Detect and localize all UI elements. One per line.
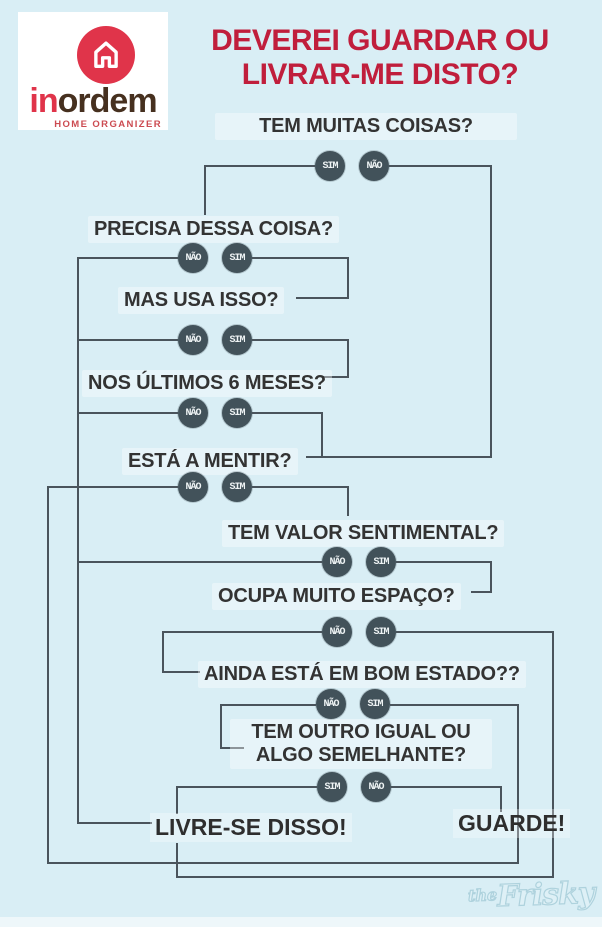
- watermark-name: Frisky: [496, 875, 595, 915]
- connector-line: [47, 486, 49, 864]
- question-tem-muitas-coisas: TEM MUITAS COISAS?: [215, 113, 517, 140]
- connector-line: [77, 257, 178, 259]
- connector-line: [205, 165, 315, 167]
- answer-nao-circle: NÃO: [178, 325, 208, 355]
- answer-sim-circle: SIM: [222, 325, 252, 355]
- answer-nao-circle: NÃO: [322, 617, 352, 647]
- answer-sim-circle: SIM: [222, 398, 252, 428]
- connector-line: [252, 257, 348, 259]
- connector-line: [77, 822, 152, 824]
- house-icon: [77, 26, 135, 84]
- question-nos-ultimos-6-meses: NOS ÚLTIMOS 6 MESES?: [82, 370, 332, 397]
- connector-line: [252, 486, 348, 488]
- connector-line: [347, 339, 349, 378]
- page-title-line1: DEVEREI GUARDAR OU: [211, 24, 549, 57]
- answer-sim-circle: SIM: [315, 151, 345, 181]
- answer-nao-circle: NÃO: [361, 772, 391, 802]
- brand-suffix: ordem: [57, 82, 158, 120]
- connector-line: [47, 862, 519, 864]
- connector-line: [47, 486, 178, 488]
- connector-line: [220, 704, 316, 706]
- connector-line: [490, 561, 492, 593]
- answer-sim-circle: SIM: [222, 243, 252, 273]
- connector-line: [162, 671, 200, 673]
- answer-nao-circle: NÃO: [178, 472, 208, 502]
- connector-line: [77, 561, 322, 563]
- answer-sim-circle: SIM: [222, 472, 252, 502]
- connector-line: [396, 561, 492, 563]
- connector-line: [176, 786, 317, 788]
- connector-line: [77, 257, 79, 824]
- connector-line: [296, 297, 348, 299]
- connector-line: [204, 165, 206, 215]
- inordem-logo: inordem HOME ORGANIZER: [18, 12, 168, 130]
- connector-line: [77, 339, 178, 341]
- question-ocupa-muito-espaco: OCUPA MUITO ESPAÇO?: [212, 583, 461, 610]
- watermark-prefix: the: [467, 885, 498, 906]
- connector-line: [517, 704, 519, 864]
- answer-nao-circle: NÃO: [178, 398, 208, 428]
- connector-line: [306, 456, 492, 458]
- connector-line: [252, 412, 322, 414]
- frisky-watermark: theFrisky: [467, 875, 595, 915]
- answer-sim-circle: SIM: [317, 772, 347, 802]
- connector-line: [322, 376, 348, 378]
- connector-line: [162, 631, 322, 633]
- answer-sim-circle: SIM: [360, 689, 390, 719]
- connector-line: [347, 257, 349, 299]
- connector-line: [390, 704, 519, 706]
- answer-nao-circle: NÃO: [316, 689, 346, 719]
- answer-nao-circle: NÃO: [359, 151, 389, 181]
- answer-nao-circle: NÃO: [322, 547, 352, 577]
- connector-line: [389, 165, 491, 167]
- answer-nao-circle: NÃO: [178, 243, 208, 273]
- connector-line: [391, 786, 502, 788]
- connector-line: [321, 412, 323, 458]
- question-tem-outro-igual: TEM OUTRO IGUAL OU ALGO SEMELHANTE?: [230, 719, 492, 769]
- connector-line: [176, 876, 554, 878]
- brand-tagline: HOME ORGANIZER: [54, 119, 162, 130]
- question-tem-outro-igual-line1: TEM OUTRO IGUAL OU: [251, 721, 471, 743]
- page-title-line2: LIVRAR-ME DISTO?: [241, 57, 519, 91]
- outcome-discard: LIVRE-SE DISSO!: [150, 813, 352, 842]
- question-esta-a-mentir: ESTÁ A MENTIR?: [122, 448, 298, 475]
- bottom-edge: [0, 917, 602, 927]
- connector-line: [396, 631, 554, 633]
- connector-line: [220, 704, 222, 749]
- connector-line: [220, 747, 244, 749]
- answer-sim-circle: SIM: [366, 547, 396, 577]
- connector-line: [252, 339, 348, 341]
- connector-line: [77, 412, 178, 414]
- connector-line: [471, 591, 492, 593]
- brand-prefix: in: [29, 82, 58, 120]
- connector-line: [347, 486, 349, 516]
- question-mas-usa-isso: MAS USA ISSO?: [118, 287, 285, 314]
- connector-line: [552, 631, 554, 878]
- question-precisa-dessa-coisa: PRECISA DESSA COISA?: [88, 216, 339, 243]
- question-tem-outro-igual-line2: ALGO SEMELHANTE?: [255, 744, 467, 766]
- connector-line: [176, 843, 178, 878]
- page-title: DEVEREI GUARDAR OU LIVRAR-ME DISTO?: [185, 24, 575, 92]
- question-ainda-bom-estado: AINDA ESTÁ EM BOM ESTADO??: [198, 661, 526, 688]
- question-tem-valor-sentimental: TEM VALOR SENTIMENTAL?: [222, 520, 505, 547]
- outcome-keep: GUARDE!: [453, 809, 571, 838]
- brand-name: inordem: [18, 84, 168, 118]
- connector-line: [490, 165, 492, 458]
- connector-line: [176, 786, 178, 814]
- connector-line: [500, 786, 502, 812]
- connector-line: [162, 631, 164, 673]
- answer-sim-circle: SIM: [366, 617, 396, 647]
